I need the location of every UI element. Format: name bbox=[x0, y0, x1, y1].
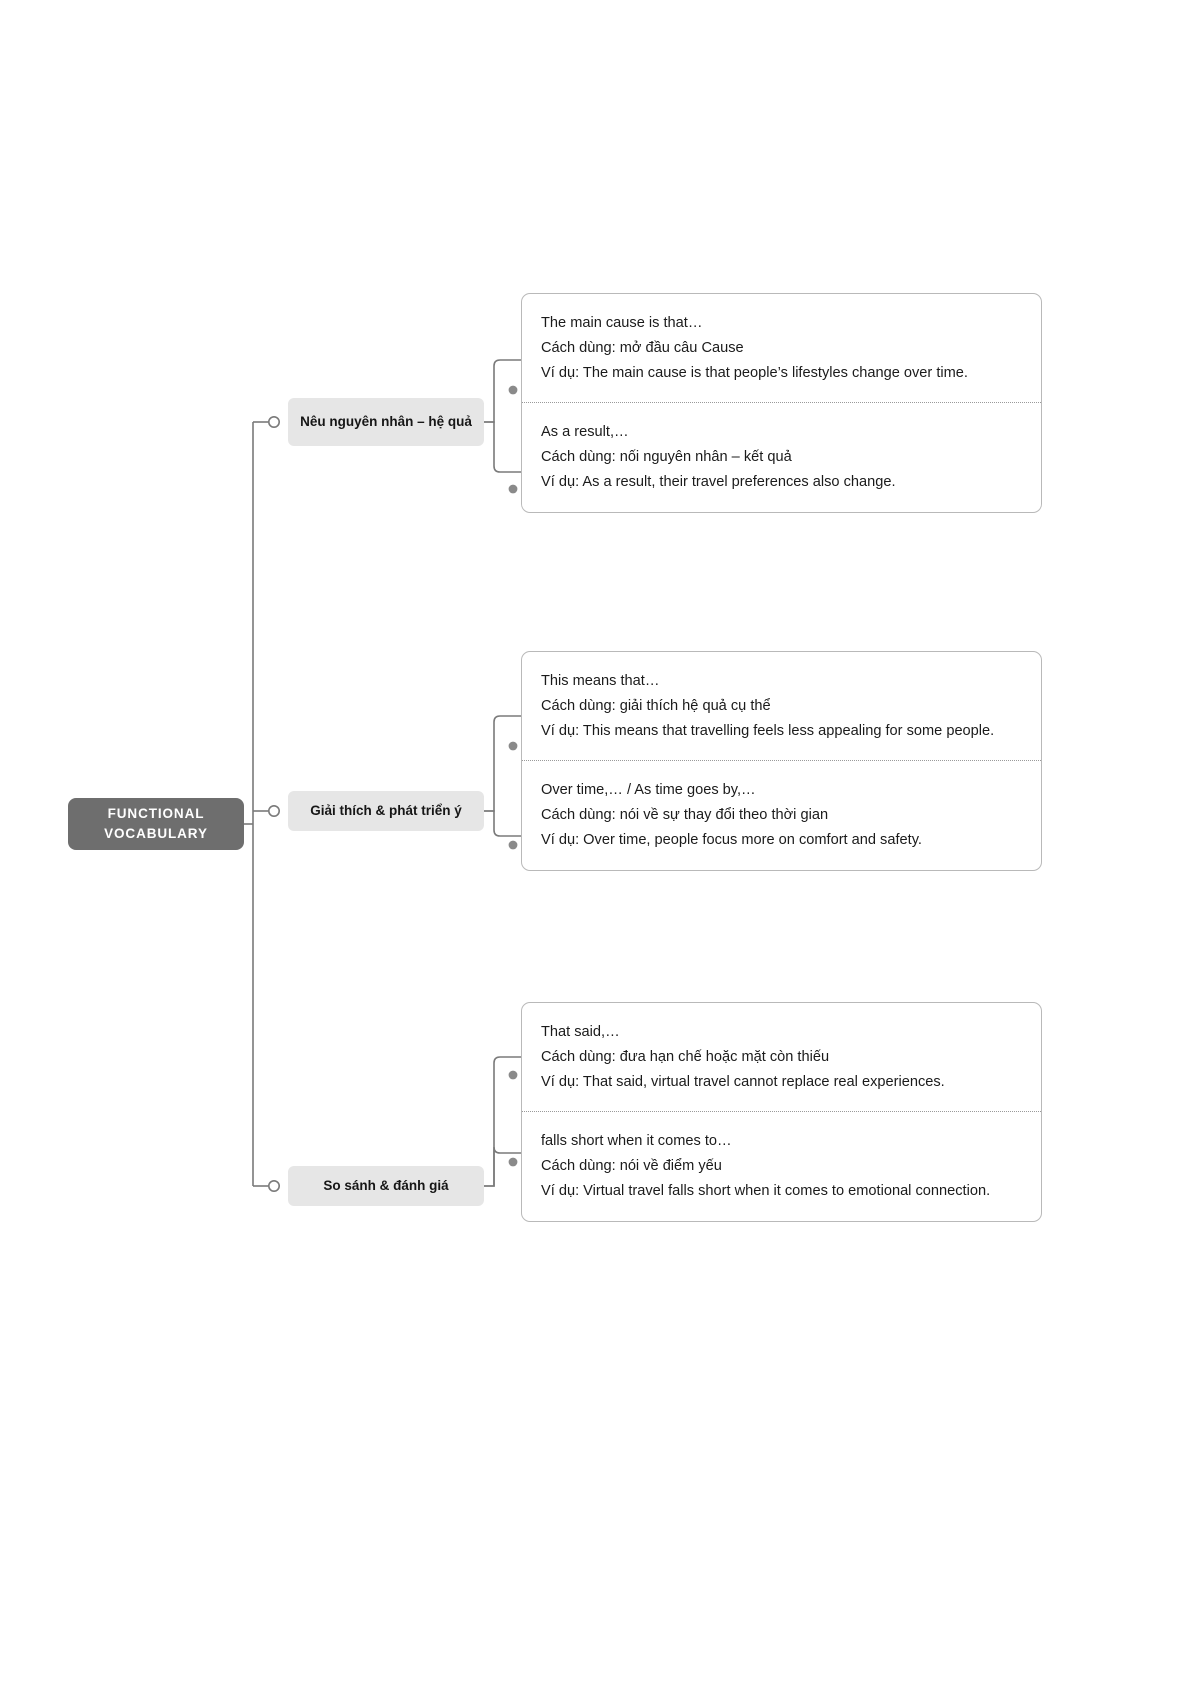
leaf-anchor-dot bbox=[508, 840, 518, 850]
entry-example: Ví dụ: Over time, people focus more on c… bbox=[541, 832, 922, 849]
leaf-entry: falls short when it comes to… Cách dùng:… bbox=[522, 1111, 1041, 1220]
branch-label: Nêu nguyên nhân – hệ quả bbox=[300, 413, 472, 429]
leaf-entry: Over time,… / As time goes by,… Cách dùn… bbox=[522, 760, 1041, 869]
entry-usage: Cách dùng: giải thích hệ quả cụ thể bbox=[541, 698, 771, 715]
entry-usage: Cách dùng: nói về điểm yếu bbox=[541, 1158, 722, 1175]
root-label-line1: FUNCTIONAL bbox=[107, 806, 205, 822]
entry-example: Ví dụ: As a result, their travel prefere… bbox=[541, 474, 896, 491]
entry-usage: Cách dùng: mở đầu câu Cause bbox=[541, 340, 744, 357]
branch-node-explanation[interactable]: Giải thích & phát triển ý bbox=[288, 791, 484, 831]
entry-phrase: That said,… bbox=[541, 1024, 620, 1040]
branch-anchor-dot bbox=[267, 415, 280, 428]
root-label-line2: VOCABULARY bbox=[104, 826, 208, 841]
entry-example: Ví dụ: The main cause is that people’s l… bbox=[541, 365, 968, 382]
leaf-entry: As a result,… Cách dùng: nối nguyên nhân… bbox=[522, 402, 1041, 511]
entry-usage: Cách dùng: nói về sự thay đổi theo thời … bbox=[541, 807, 829, 824]
leaf-entry: This means that… Cách dùng: giải thích h… bbox=[522, 652, 1041, 760]
leaf-anchor-dot bbox=[508, 1157, 518, 1167]
leaf-anchor-dot bbox=[508, 484, 518, 494]
entry-phrase: This means that… bbox=[541, 673, 660, 689]
entry-example: Ví dụ: This means that travelling feels … bbox=[541, 723, 995, 740]
leaf-card-cause-effect: The main cause is that… Cách dùng: mở đầ… bbox=[521, 293, 1042, 513]
entry-example: Ví dụ: That said, virtual travel cannot … bbox=[541, 1074, 945, 1091]
branch-node-comparison[interactable]: So sánh & đánh giá bbox=[288, 1166, 484, 1206]
branch-anchor-dot bbox=[267, 1180, 280, 1193]
leaf-card-explanation: This means that… Cách dùng: giải thích h… bbox=[521, 651, 1042, 871]
root-node[interactable]: FUNCTIONAL VOCABULARY bbox=[68, 798, 244, 850]
branch-anchor-dot bbox=[267, 804, 280, 817]
leaf-anchor-dot bbox=[508, 1070, 518, 1080]
branch-label: Giải thích & phát triển ý bbox=[310, 802, 462, 818]
leaf-entry: The main cause is that… Cách dùng: mở đầ… bbox=[522, 294, 1041, 402]
leaf-entry: That said,… Cách dùng: đưa hạn chế hoặc … bbox=[522, 1003, 1041, 1111]
entry-phrase: falls short when it comes to… bbox=[541, 1133, 732, 1150]
entry-phrase: Over time,… / As time goes by,… bbox=[541, 782, 756, 799]
leaf-anchor-dot bbox=[508, 741, 518, 751]
branch-node-cause-effect[interactable]: Nêu nguyên nhân – hệ quả bbox=[288, 398, 484, 446]
branch-label: So sánh & đánh giá bbox=[323, 1177, 449, 1193]
entry-usage: Cách dùng: nối nguyên nhân – kết quả bbox=[541, 449, 792, 466]
leaf-card-comparison: That said,… Cách dùng: đưa hạn chế hoặc … bbox=[521, 1002, 1042, 1222]
entry-example: Ví dụ: Virtual travel falls short when i… bbox=[541, 1183, 991, 1200]
entry-phrase: As a result,… bbox=[541, 424, 629, 441]
entry-phrase: The main cause is that… bbox=[541, 315, 703, 331]
leaf-anchor-dot bbox=[508, 385, 518, 395]
entry-usage: Cách dùng: đưa hạn chế hoặc mặt còn thiế… bbox=[541, 1049, 830, 1066]
